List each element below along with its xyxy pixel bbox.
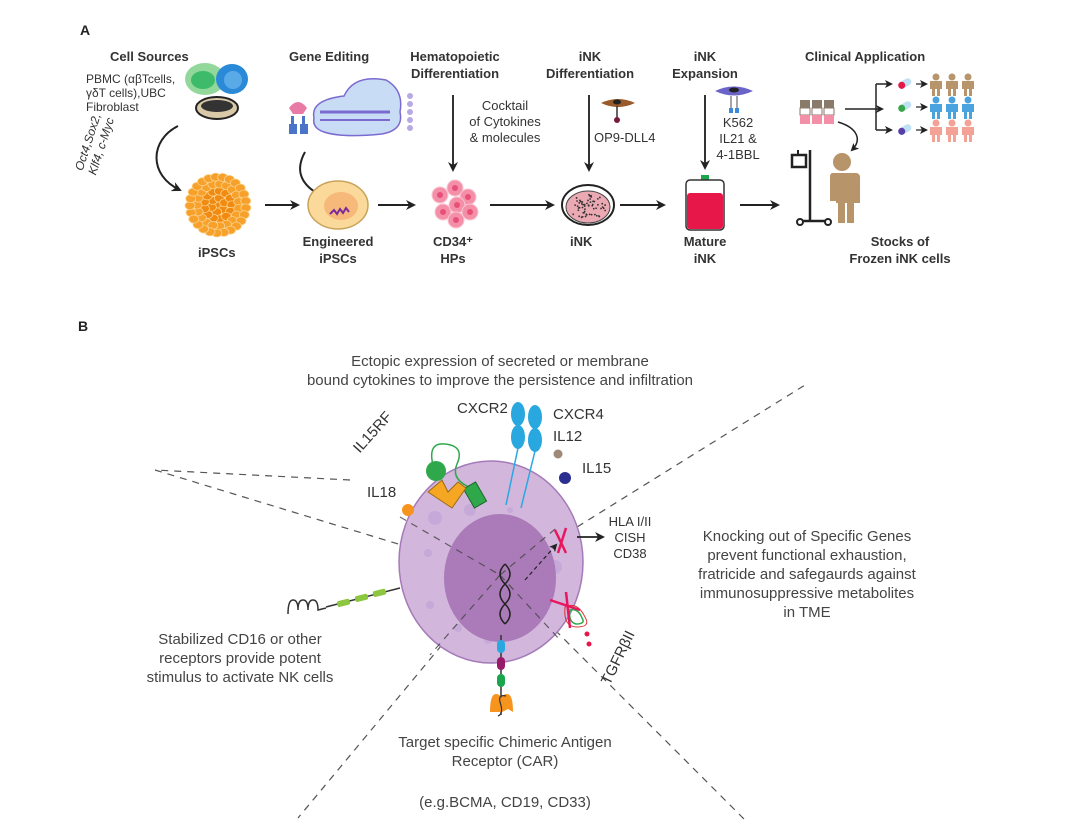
knockout-gene: HLA I/II <box>607 514 653 530</box>
car-examples: (e.g.BCMA, CD19, CD33) <box>370 793 640 812</box>
label-il12: IL12 <box>553 428 582 445</box>
k562-cell-icon <box>715 87 753 114</box>
sources-line: Fibroblast <box>86 100 175 114</box>
panel-a-label: A <box>80 22 90 38</box>
input-line: K562 <box>709 115 767 131</box>
stage-line: iNK <box>677 250 733 267</box>
pbmc-cells-icon <box>185 63 248 95</box>
patient-icon <box>828 153 860 223</box>
il12-dot <box>554 450 563 459</box>
stage-line: Frozen iNK cells <box>840 250 960 267</box>
stage-frozen-stocks: Stocks of Frozen iNK cells <box>840 233 960 267</box>
stage-line: HPs <box>425 250 481 267</box>
infusion-arrow <box>838 122 857 150</box>
desc-line: bound cytokines to improve the persisten… <box>270 371 730 390</box>
distribution-arrows <box>845 84 891 130</box>
desc-line: fratricide and safegaurds against <box>672 565 942 584</box>
panel-b-label: B <box>78 318 88 334</box>
reprogramming-arrow <box>157 126 181 190</box>
desc-line: receptors provide potent <box>120 649 360 668</box>
desc-line: Ectopic expression of secreted or membra… <box>270 352 730 371</box>
input-line: IL21 & <box>709 131 767 147</box>
cd16-receptor-icon <box>288 588 400 614</box>
ipsc-colony-icon <box>185 173 251 237</box>
header-clinical-application: Clinical Application <box>805 48 925 65</box>
cd34-hp-cluster-icon <box>432 180 478 228</box>
car-text: Target specific Chimeric Antigen Recepto… <box>370 733 640 771</box>
stage-ipscs: iPSCs <box>198 244 236 261</box>
label-il18: IL18 <box>367 484 396 501</box>
sources-line: PBMC (αβTcells, <box>86 72 175 86</box>
desc-line: Knocking out of Specific Genes <box>672 527 942 546</box>
cd16-text: Stabilized CD16 or other receptors provi… <box>120 630 360 687</box>
stage-line: iPSCs <box>300 250 376 267</box>
desc-line: stimulus to activate NK cells <box>120 668 360 687</box>
desc-line: Stabilized CD16 or other <box>120 630 360 649</box>
patient-groups <box>897 74 974 143</box>
cell-sources-text: PBMC (αβTcells, γδT cells),UBC Fibroblas… <box>86 72 175 114</box>
stage-engineered-ipscs: Engineered iPSCs <box>300 233 376 267</box>
header-ink-expansion: iNK Expansion <box>670 48 740 82</box>
label-cxcr2: CXCR2 <box>457 400 508 417</box>
frozen-vials-icon <box>800 100 834 124</box>
desc-line: Target specific Chimeric Antigen <box>370 733 640 752</box>
header-hematopoietic: Hematopoietic Differentiation <box>400 48 510 82</box>
stage-ink: iNK <box>570 233 592 250</box>
blood-bag-icon <box>686 175 724 230</box>
header-line: Hematopoietic <box>400 48 510 65</box>
ink-culture-dish-icon <box>562 185 614 225</box>
stage-line: CD34⁺ <box>425 233 481 250</box>
stage-line: Stocks of <box>840 233 960 250</box>
op9-dll4-label: OP9-DLL4 <box>594 130 655 145</box>
engineered-ipsc-icon <box>308 181 368 229</box>
header-line: Expansion <box>670 65 740 82</box>
label-cxcr4: CXCR4 <box>553 406 604 423</box>
sources-line: γδT cells),UBC <box>86 86 175 100</box>
il18-dot <box>402 504 414 516</box>
knockout-gene: CD38 <box>607 546 653 562</box>
expansion-input-text: K562 IL21 & 4-1BBL <box>709 115 767 163</box>
desc-line: prevent functional exhaustion, <box>672 546 942 565</box>
input-line: & molecules <box>460 130 550 146</box>
il15-dot <box>559 472 571 484</box>
hema-input-text: Cocktail of Cytokines & molecules <box>460 98 550 146</box>
stage-cd34-hps: CD34⁺ HPs <box>425 233 481 267</box>
knockout-text: Knocking out of Specific Genes prevent f… <box>672 527 942 622</box>
header-line: iNK <box>670 48 740 65</box>
header-cell-sources: Cell Sources <box>110 48 189 65</box>
stage-line: Engineered <box>300 233 376 250</box>
stage-mature-ink: Mature iNK <box>677 233 733 267</box>
header-gene-editing: Gene Editing <box>289 48 369 65</box>
header-ink-differentiation: iNK Differentiation <box>535 48 645 82</box>
desc-line: immunosuppressive metabolites <box>672 584 942 603</box>
knockout-gene: CISH <box>607 530 653 546</box>
op9-stromal-cell-icon <box>601 99 635 123</box>
fibroblast-dish-icon <box>196 97 238 119</box>
label-il15: IL15 <box>582 460 611 477</box>
input-line: Cocktail <box>460 98 550 114</box>
desc-line: in TME <box>672 603 942 622</box>
gene-editing-icon <box>289 79 413 136</box>
iv-stand-icon <box>792 150 831 225</box>
header-line: iNK <box>535 48 645 65</box>
header-line: Differentiation <box>400 65 510 82</box>
input-line: 4-1BBL <box>709 147 767 163</box>
desc-line: Receptor (CAR) <box>370 752 640 771</box>
stage-line: Mature <box>677 233 733 250</box>
header-line: Differentiation <box>535 65 645 82</box>
input-line: of Cytokines <box>460 114 550 130</box>
knockout-genes: HLA I/II CISH CD38 <box>607 514 653 562</box>
ectopic-expression-text: Ectopic expression of secreted or membra… <box>270 352 730 390</box>
